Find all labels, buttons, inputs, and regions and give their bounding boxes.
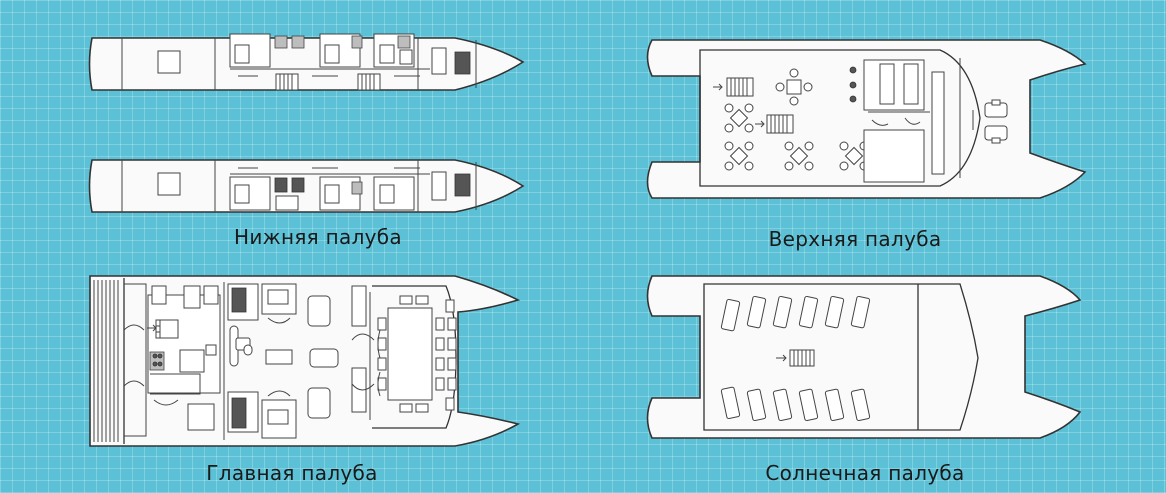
main-deck-table-1 (307, 295, 331, 327)
upper-deck-label: Верхняя палуба (768, 227, 942, 251)
upper-deck-plan (646, 39, 1087, 199)
main-deck-plan (89, 275, 521, 447)
main-deck-table-3 (307, 387, 331, 419)
lower-deck-hull-2 (88, 159, 525, 213)
sun-deck-loungers-bottom (720, 386, 871, 422)
upper-deck-tables (724, 68, 869, 171)
main-deck-galley (147, 294, 221, 394)
sun-deck-label: Солнечная палуба (765, 461, 965, 485)
main-deck-saloon-table (387, 307, 433, 401)
main-deck-galley-island (179, 349, 205, 373)
lower-deck-hull-1 (88, 33, 525, 91)
sun-deck-plan (646, 275, 1082, 439)
main-deck-table-2 (309, 348, 339, 368)
lower-deck-label: Нижняя палуба (234, 225, 402, 249)
lower-deck-hatch (157, 50, 181, 74)
sun-deck-loungers-top (720, 295, 871, 332)
main-deck-label: Главная палуба (206, 461, 378, 485)
